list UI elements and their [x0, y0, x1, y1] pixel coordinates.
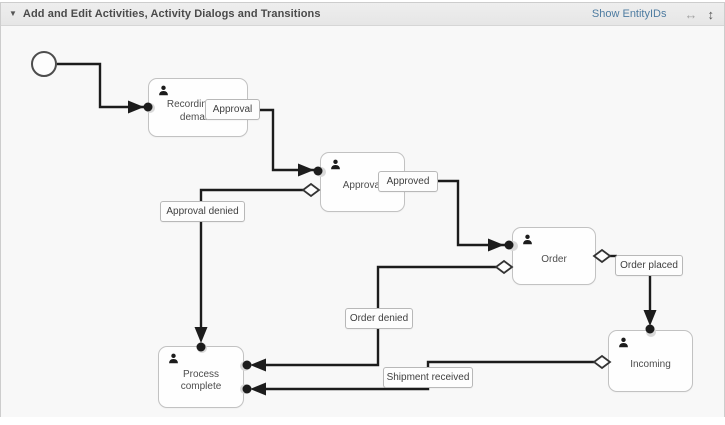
activity-order[interactable]: Order	[512, 227, 596, 285]
activity-label: Approval	[342, 179, 383, 191]
person-icon	[330, 159, 341, 170]
person-icon	[522, 234, 533, 245]
collapse-toggle-icon[interactable]: ▼	[9, 9, 17, 18]
activity-process-complete[interactable]: Process complete	[158, 346, 244, 408]
person-icon	[168, 353, 179, 364]
transition-label-approval[interactable]: Approval	[205, 99, 260, 120]
transition-label-approval-denied[interactable]: Approval denied	[160, 201, 245, 222]
activity-incoming[interactable]: Incoming	[608, 330, 693, 392]
widget-header: ▼ Add and Edit Activities, Activity Dial…	[1, 3, 724, 26]
activity-label: Process complete	[180, 368, 222, 393]
extend-canvas-width-icon[interactable]: ↔	[684, 6, 698, 22]
transition-label-order-placed[interactable]: Order placed	[615, 255, 683, 276]
person-icon	[618, 337, 629, 348]
person-icon	[158, 85, 169, 96]
activity-label: Incoming	[630, 358, 671, 370]
widget-title: Add and Edit Activities, Activity Dialog…	[22, 8, 321, 20]
extend-canvas-height-icon[interactable]: ↕	[707, 6, 715, 22]
show-entityids-link[interactable]: Show EntityIDs	[591, 8, 667, 20]
transition-label-approved[interactable]: Approved	[378, 171, 438, 192]
transition-label-order-denied[interactable]: Order denied	[345, 308, 413, 329]
activity-label: Order	[541, 253, 567, 265]
start-event-circle[interactable]	[31, 51, 57, 77]
activity-label: Recording the demand	[166, 99, 230, 123]
transition-label-shipment-received[interactable]: Shipment received	[383, 367, 473, 388]
